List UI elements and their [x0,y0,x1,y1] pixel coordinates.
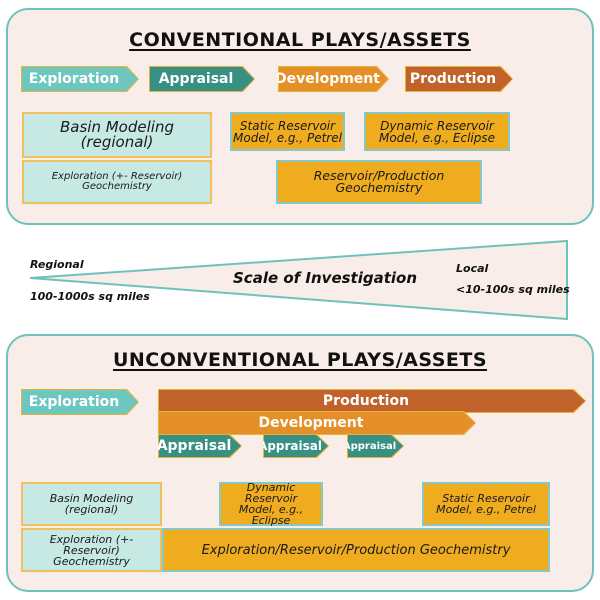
unconv-stage-appraisal-1: Appraisal [158,434,242,458]
conv-reservoir-production-geochem-box: Reservoir/Production Geochemistry [276,160,482,204]
conv-stage-development: Development [278,66,389,92]
unconventional-title: UNCONVENTIONAL PLAYS/ASSETS [112,349,488,371]
unconv-basin-modeling-box: Basin Modeling (regional) [21,482,162,526]
unconv-stage-production: Production [158,389,586,413]
unconv-stage-exploration: Exploration [21,389,139,415]
unconventional-panel: UNCONVENTIONAL PLAYS/ASSETS Exploration … [6,334,594,592]
unconv-exploration-geochem-box: Exploration (+- Reservoir) Geochemistry [21,528,162,572]
scale-left-range: 100-1000s sq miles [30,290,150,303]
unconv-combined-geochem-box: Exploration/Reservoir/Production Geochem… [162,528,550,572]
unconv-stage-appraisal-3: Appraisal [347,434,404,458]
scale-right-range: <10-100s sq miles [456,283,570,296]
conv-stage-exploration: Exploration [21,66,139,92]
conventional-panel: CONVENTIONAL PLAYS/ASSETS Exploration Ap… [6,8,594,225]
scale-left-label: Regional [30,258,84,271]
unconv-dynamic-model-box: Dynamic Reservoir Model, e.g., Eclipse [219,482,323,526]
scale-right-label: Local [456,262,489,275]
scale-title: Scale of Investigation [233,269,418,287]
conv-stage-appraisal: Appraisal [149,66,255,92]
unconv-static-model-box: Static Reservoir Model, e.g., Petrel [422,482,550,526]
conv-static-model-box: Static Reservoir Model, e.g., Petrel [230,112,345,151]
conventional-title: CONVENTIONAL PLAYS/ASSETS [129,29,471,51]
unconv-stage-development: Development [158,411,476,435]
conv-basin-modeling-box: Basin Modeling (regional) [22,112,212,158]
conv-exploration-geochem-box: Exploration (+- Reservoir) Geochemistry [22,160,212,204]
conv-stage-production: Production [405,66,513,92]
scale-wedge [29,239,568,321]
scale-wedge-shape [29,239,568,321]
conv-dynamic-model-box: Dynamic Reservoir Model, e.g., Eclipse [364,112,510,151]
unconv-stage-appraisal-2: Appraisal [263,434,329,458]
